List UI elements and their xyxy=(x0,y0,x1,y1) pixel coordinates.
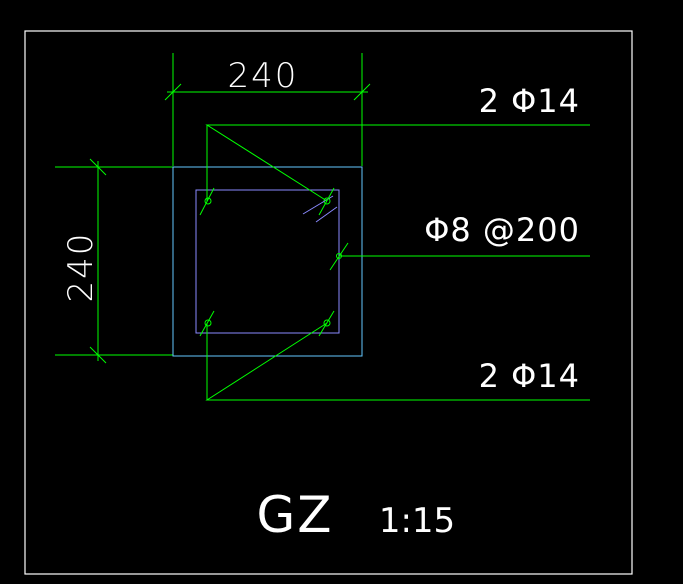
drawing-scale: 1:15 xyxy=(379,501,455,541)
top-rebar-label: 2 Φ14 xyxy=(479,82,580,120)
drawing-title: GZ xyxy=(257,486,334,544)
stirrup-hook xyxy=(302,195,338,223)
left-dimension-value: 240 xyxy=(61,232,101,303)
rebar-bars xyxy=(204,197,342,327)
stirrup-outline xyxy=(195,189,340,334)
top-dimension xyxy=(164,53,371,166)
left-dimension xyxy=(55,158,173,364)
bottom-rebar-label: 2 Φ14 xyxy=(479,357,580,395)
column-section-outline xyxy=(172,166,363,357)
drawing-frame xyxy=(24,30,633,575)
leader-ticks xyxy=(199,187,349,337)
leader-lines xyxy=(205,124,590,401)
top-dimension-value: 240 xyxy=(228,56,299,96)
stirrup-label: Φ8 @200 xyxy=(424,211,580,249)
